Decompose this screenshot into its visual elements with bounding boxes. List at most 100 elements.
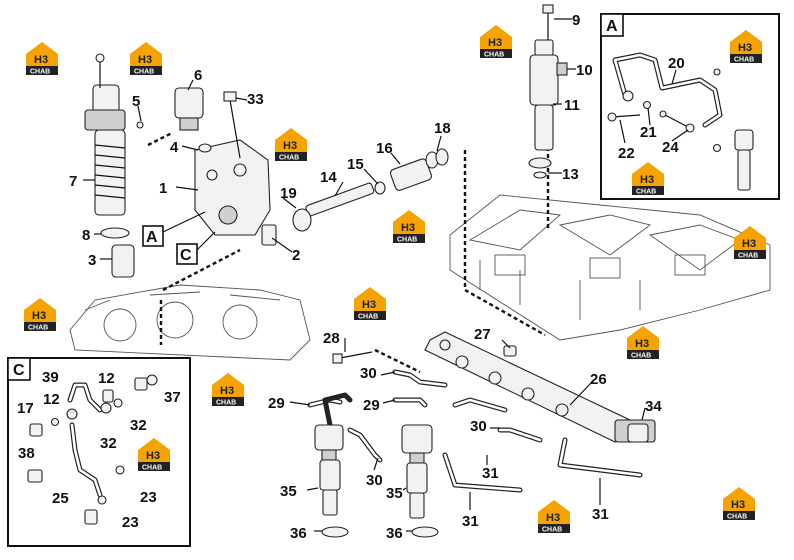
callout-12-left: 12 [43,391,60,408]
callout-11: 11 [564,97,580,114]
small-screw-5 [136,121,144,129]
callout-19: 19 [280,185,297,202]
dashed-guides [147,131,550,374]
connector-body-16 [389,158,432,191]
watermark-text-bottom: CHAB [484,52,504,59]
callout-29-right: 29 [363,397,380,414]
watermark-house-icon [130,42,162,66]
watermark-text-top: H3 [34,54,48,66]
main-tag-c: C [176,231,216,265]
callout-32-right: 32 [130,417,147,434]
connector-assembly-14 [292,182,375,232]
watermark-house-icon [138,438,170,462]
pump-o-ring-8 [100,227,130,239]
callout-35-right: 35 [386,485,403,502]
callout-23-upper: 23 [140,489,157,506]
callout-8: 8 [82,227,90,244]
injector-35-left [314,424,344,516]
callout-10: 10 [576,62,593,79]
callout-12-right: 12 [98,370,115,387]
watermark-house-icon [723,487,755,511]
watermark-house-icon [26,42,58,66]
callout-2: 2 [292,247,300,264]
callout-36-left: 36 [290,525,307,542]
callout-31-middle: 31 [482,465,499,482]
watermark-text-bottom: CHAB [734,57,754,64]
callout-31-right: 31 [592,506,609,523]
seal-15 [374,181,386,195]
watermark-text-top: H3 [546,512,560,524]
callout-35-left: 35 [280,483,297,500]
callout-13: 13 [562,166,579,183]
seal-13 [528,157,552,179]
watermark-text-top: H3 [731,499,745,511]
svg-text:C: C [180,247,192,264]
watermark-text-top: H3 [640,174,654,186]
watermark-text-top: H3 [220,385,234,397]
callout-17: 17 [17,400,34,417]
high-pressure-pump-body [194,139,271,236]
callout-30-middle: 30 [470,418,487,435]
watermark-text-bottom: CHAB [636,189,656,196]
watermark-text-bottom: CHAB [542,527,562,534]
watermark-text-bottom: CHAB [216,400,236,407]
unit-pump-element [84,53,126,216]
callout-37: 37 [164,389,181,406]
long-bolt-33 [223,91,241,159]
callout-30-bottom: 30 [366,472,383,489]
watermark-text-top: H3 [635,338,649,350]
callout-numbers: 1 2 3 4 5 6 7 8 9 10 11 13 14 15 16 18 1… [17,12,685,542]
watermark-text-top: H3 [146,450,160,462]
o-rings-18 [425,148,449,169]
watermark-text-bottom: CHAB [397,237,417,244]
watermark-text-top: H3 [488,37,502,49]
callout-27: 27 [474,326,491,343]
engine-cylinder-head-right [449,194,771,341]
watermark-text-bottom: CHAB [30,69,50,76]
main-tag-a: A [142,211,206,247]
watermark-text-bottom: CHAB [134,69,154,76]
watermark-house-icon [24,298,56,322]
watermark-text-top: H3 [742,238,756,250]
engine-block-left [69,284,311,361]
callout-16: 16 [376,140,393,157]
callout-33: 33 [247,91,264,108]
callout-1: 1 [159,180,167,197]
watermark-house-icon [480,25,512,49]
seal-36-right [411,526,439,538]
callout-34: 34 [645,398,662,415]
bolt-9 [542,4,554,40]
injector-11 [529,39,568,151]
watermark-house-icon [212,373,244,397]
watermark-text-bottom: CHAB [28,325,48,332]
watermark-text-bottom: CHAB [142,465,162,472]
callout-5: 5 [132,93,140,110]
watermark-text-bottom: CHAB [358,314,378,321]
watermark-house-icon [275,128,307,152]
callout-21: 21 [640,124,657,141]
seal-36-left [321,526,349,538]
bolt-28 [332,351,373,364]
callout-25: 25 [52,490,69,507]
callout-39: 39 [42,369,59,386]
callout-20: 20 [668,55,685,72]
callout-30-top: 30 [360,365,377,382]
svg-text:C: C [13,362,25,379]
callout-32-middle: 32 [100,435,117,452]
watermark-badges: H3CHABH3CHABH3CHABH3CHABH3CHABH3CHABH3CH… [24,25,766,534]
watermark-house-icon [627,326,659,350]
svg-text:A: A [146,229,158,246]
watermark-text-top: H3 [283,140,297,152]
callout-38: 38 [18,445,35,462]
common-rail-26 [424,331,656,443]
callout-18: 18 [434,120,451,137]
watermark-house-icon [730,30,762,54]
